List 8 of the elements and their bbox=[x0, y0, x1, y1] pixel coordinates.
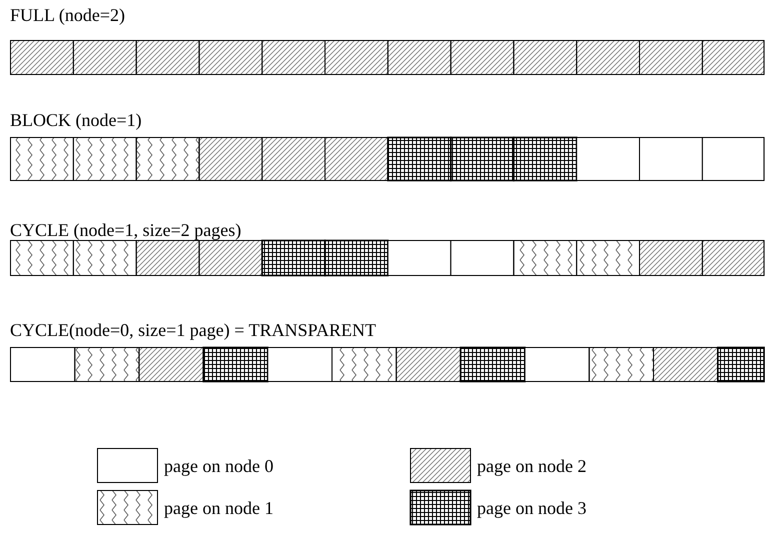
legend-text: page on node 1 bbox=[164, 498, 274, 518]
row-heading: CYCLE(node=0, size=1 page) = TRANSPARENT bbox=[10, 320, 376, 340]
row-heading: BLOCK (node=1) bbox=[10, 110, 142, 130]
legend-text: page on node 0 bbox=[164, 456, 274, 476]
legend-text: page on node 3 bbox=[477, 498, 586, 518]
legend-text: page on node 2 bbox=[477, 456, 586, 476]
row-heading: CYCLE (node=1, size=2 pages) bbox=[10, 220, 242, 240]
row-heading: FULL (node=2) bbox=[10, 5, 125, 25]
